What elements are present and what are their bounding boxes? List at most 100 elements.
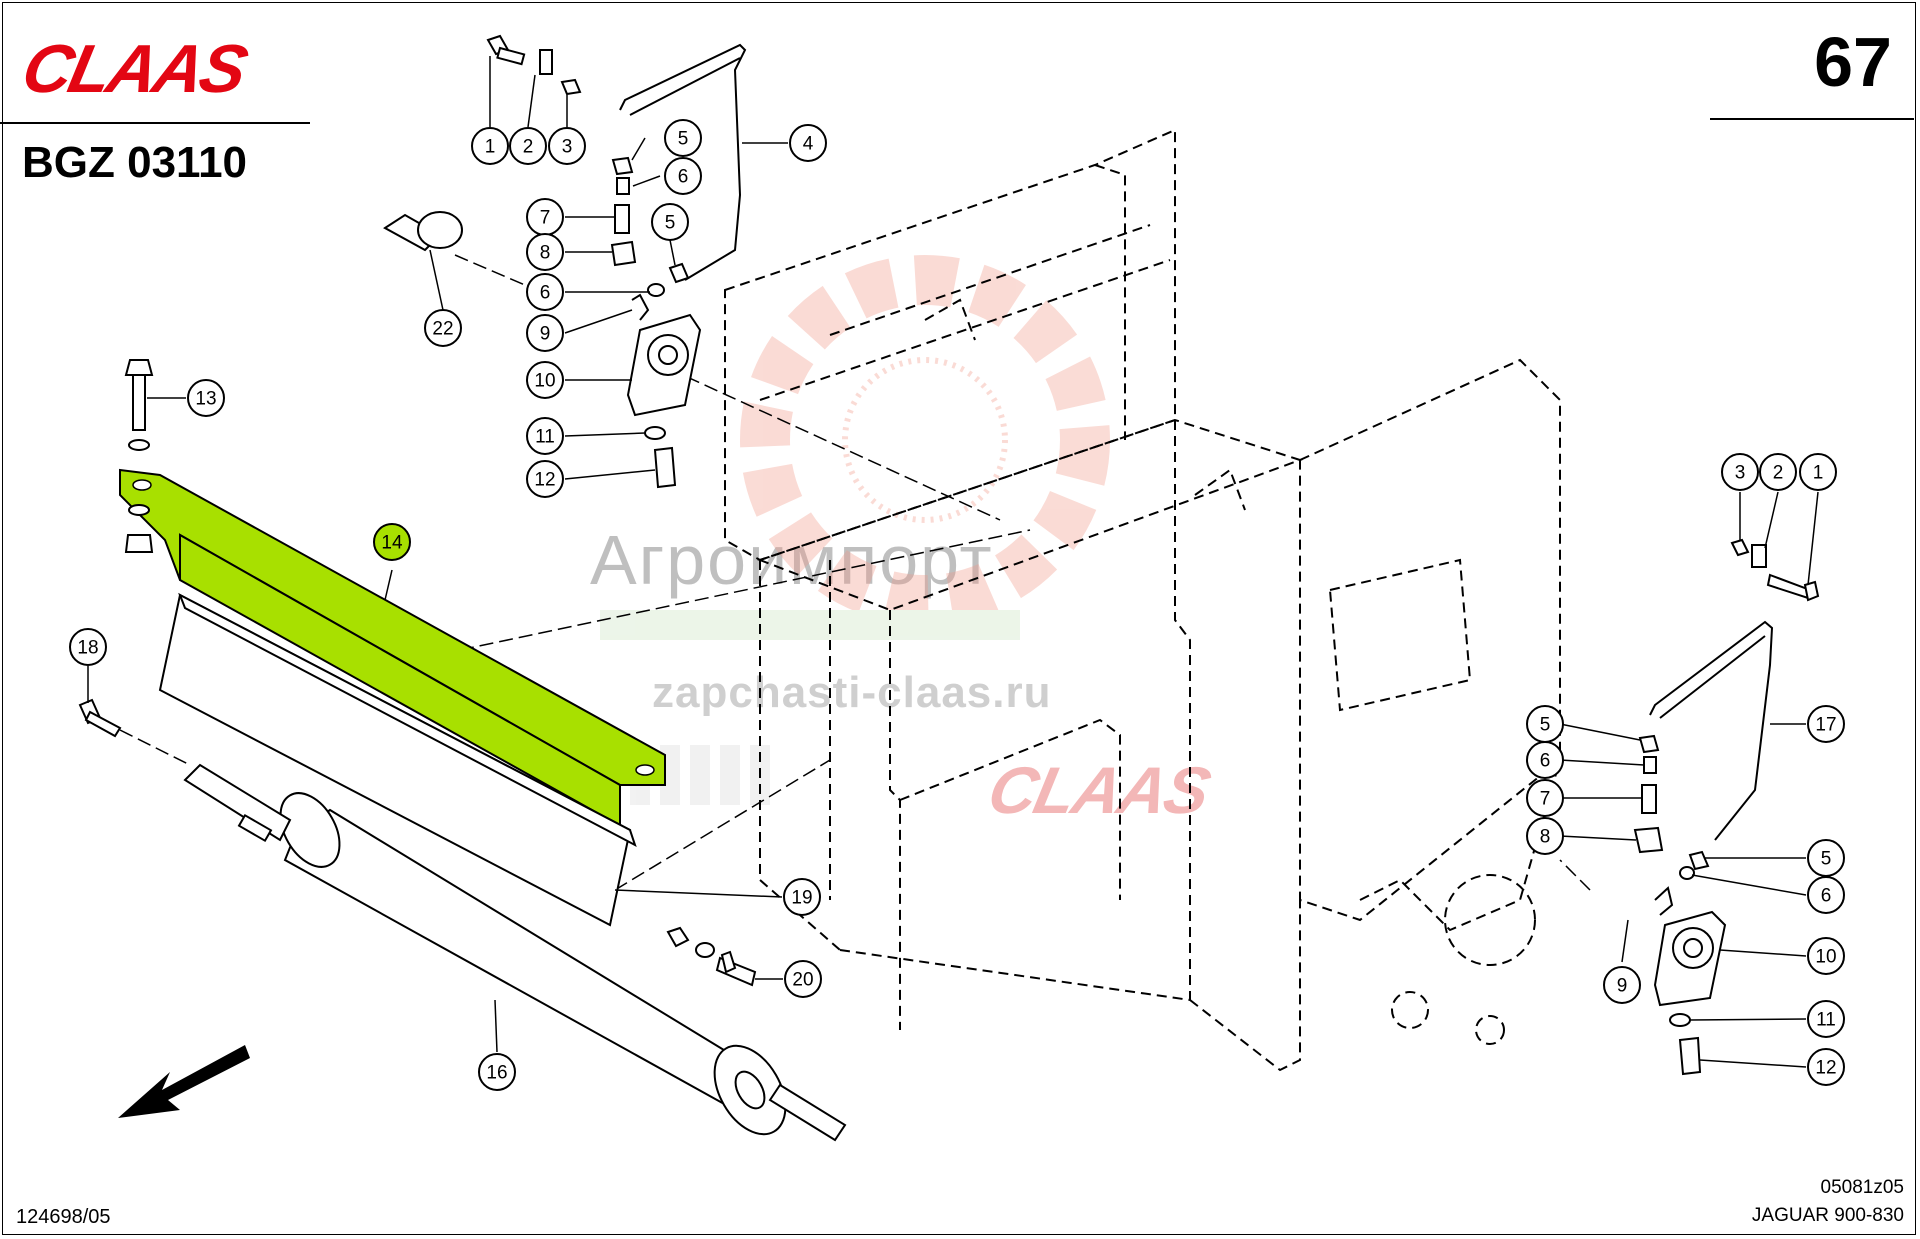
part-19-scraper[interactable] bbox=[158, 592, 637, 927]
callout-label: 8 bbox=[540, 243, 551, 264]
callout-9[interactable]: 9 bbox=[526, 314, 564, 352]
callout-22[interactable]: 22 bbox=[424, 309, 462, 347]
callout-circle bbox=[548, 127, 586, 165]
part-5-8-fittings[interactable] bbox=[610, 156, 690, 321]
watermark-gear-icon bbox=[600, 255, 1110, 805]
part-13-bolt[interactable] bbox=[124, 359, 154, 553]
callout-13[interactable]: 13 bbox=[187, 379, 225, 417]
callout-2[interactable]: 2 bbox=[509, 127, 547, 165]
callout-label: 5 bbox=[1540, 715, 1551, 736]
part-18-bolt[interactable] bbox=[78, 698, 122, 738]
callout-label: 13 bbox=[195, 389, 216, 410]
part-1-3-hardware-right[interactable] bbox=[1730, 538, 1820, 602]
part-1-3-hardware[interactable] bbox=[486, 34, 582, 96]
callout-circle bbox=[509, 127, 547, 165]
part-10-bearing-top[interactable] bbox=[626, 313, 702, 489]
callout-6[interactable]: 6 bbox=[526, 273, 564, 311]
callout-label: 3 bbox=[1735, 463, 1746, 484]
callout-circle bbox=[526, 273, 564, 311]
watermark-url: zapchasti-claas.ru bbox=[652, 668, 1052, 717]
callout-17[interactable]: 17 bbox=[1807, 705, 1845, 743]
callout-1[interactable]: 1 bbox=[1799, 453, 1837, 491]
callout-label: 2 bbox=[523, 137, 534, 158]
figure-id: 05081z05 bbox=[1820, 1177, 1904, 1198]
callout-circle bbox=[187, 379, 225, 417]
callout-20[interactable]: 20 bbox=[784, 960, 822, 998]
callout-label: 22 bbox=[432, 319, 453, 340]
callout-circle bbox=[1759, 453, 1797, 491]
part-4-lube-line[interactable] bbox=[619, 43, 747, 281]
callout-label: 17 bbox=[1815, 715, 1836, 736]
callout-label: 6 bbox=[678, 167, 689, 188]
callout-label: 11 bbox=[1816, 1010, 1836, 1031]
callout-6[interactable]: 6 bbox=[664, 157, 702, 195]
callout-10[interactable]: 10 bbox=[526, 361, 564, 399]
callout-5[interactable]: 5 bbox=[1807, 839, 1845, 877]
callout-label: 14 bbox=[381, 533, 403, 554]
part-10-bearing-right[interactable] bbox=[1653, 910, 1727, 1076]
callout-label: 2 bbox=[1773, 463, 1784, 484]
callout-6[interactable]: 6 bbox=[1807, 876, 1845, 914]
callout-circle bbox=[664, 119, 702, 157]
part-16-roller[interactable] bbox=[183, 763, 847, 1147]
callout-label: 1 bbox=[1813, 463, 1824, 484]
direction-arrow-icon bbox=[118, 1045, 250, 1118]
callout-label: 12 bbox=[534, 470, 555, 491]
callout-circle bbox=[424, 309, 462, 347]
callout-circle bbox=[478, 1053, 516, 1091]
callout-16[interactable]: 16 bbox=[478, 1053, 516, 1091]
callout-label: 16 bbox=[486, 1063, 507, 1084]
part-22-bracket[interactable] bbox=[383, 211, 463, 252]
callout-label: 9 bbox=[540, 324, 551, 345]
callout-10[interactable]: 10 bbox=[1807, 937, 1845, 975]
callout-label: 4 bbox=[803, 134, 814, 155]
callout-4[interactable]: 4 bbox=[789, 124, 827, 162]
callout-circle bbox=[1807, 1048, 1845, 1086]
callout-circle bbox=[784, 960, 822, 998]
callout-3[interactable]: 3 bbox=[1721, 453, 1759, 491]
callout-label: 12 bbox=[1815, 1058, 1836, 1079]
callout-circle bbox=[783, 878, 821, 916]
callout-circle bbox=[789, 124, 827, 162]
watermark-company: Агроимпорт bbox=[590, 521, 994, 599]
part-20-hardware[interactable] bbox=[666, 926, 757, 987]
callout-circle bbox=[1807, 937, 1845, 975]
callout-circle bbox=[1526, 817, 1564, 855]
part-17-lube-line[interactable] bbox=[1649, 620, 1774, 841]
callout-label: 18 bbox=[77, 638, 98, 659]
callout-7[interactable]: 7 bbox=[526, 198, 564, 236]
chassis-frame-outline bbox=[724, 128, 1561, 1072]
callout-8[interactable]: 8 bbox=[1526, 817, 1564, 855]
callout-circle bbox=[651, 203, 689, 241]
callout-circle bbox=[526, 417, 564, 455]
callout-9[interactable]: 9 bbox=[1603, 966, 1641, 1004]
callout-label: 6 bbox=[1821, 886, 1832, 907]
callout-circle bbox=[526, 314, 564, 352]
callout-circle bbox=[526, 233, 564, 271]
callout-label: 9 bbox=[1617, 976, 1628, 997]
callout-12[interactable]: 12 bbox=[1807, 1048, 1845, 1086]
callout-circle bbox=[471, 127, 509, 165]
callout-5[interactable]: 5 bbox=[1526, 705, 1564, 743]
callout-circle bbox=[1807, 876, 1845, 914]
callout-1[interactable]: 1 bbox=[471, 127, 509, 165]
callout-3[interactable]: 3 bbox=[548, 127, 586, 165]
callout-11[interactable]: 11 bbox=[1807, 1000, 1845, 1038]
callout-5[interactable]: 5 bbox=[651, 203, 689, 241]
callout-2[interactable]: 2 bbox=[1759, 453, 1797, 491]
callout-circle bbox=[1721, 453, 1759, 491]
callout-11[interactable]: 11 bbox=[526, 417, 564, 455]
callout-5[interactable]: 5 bbox=[664, 119, 702, 157]
callout-label: 10 bbox=[534, 371, 555, 392]
callout-circle bbox=[526, 361, 564, 399]
callout-19[interactable]: 19 bbox=[783, 878, 821, 916]
callout-12[interactable]: 12 bbox=[526, 460, 564, 498]
callout-18[interactable]: 18 bbox=[69, 628, 107, 666]
callout-6[interactable]: 6 bbox=[1526, 741, 1564, 779]
callout-7[interactable]: 7 bbox=[1526, 779, 1564, 817]
part-5-8-fittings-right[interactable] bbox=[1633, 734, 1710, 916]
callout-label: 7 bbox=[540, 208, 551, 229]
callout-14[interactable]: 14 bbox=[373, 523, 411, 561]
callout-8[interactable]: 8 bbox=[526, 233, 564, 271]
